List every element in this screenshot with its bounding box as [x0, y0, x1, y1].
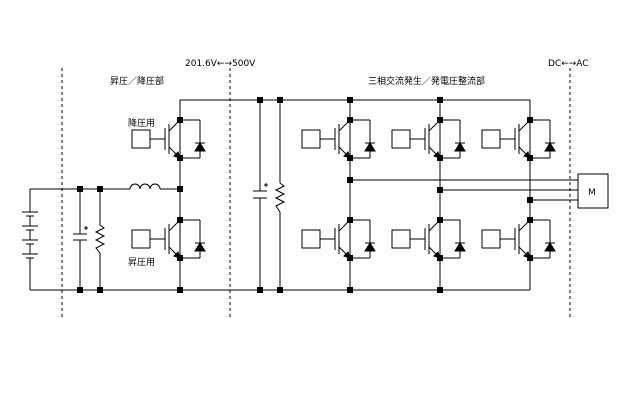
section-dividers: [61, 68, 571, 318]
dc-link-capacitor: [253, 183, 268, 205]
voltage-range-label: 201.6V←→500V: [185, 59, 256, 69]
dc-link-resistor: [274, 182, 286, 213]
igbt-phase-v-lower: [391, 219, 466, 259]
motor: M: [577, 173, 609, 209]
junction-dots: [77, 97, 533, 293]
igbt-phase-w-lower: [481, 219, 556, 259]
bus-wiring: [29, 99, 578, 291]
igbt-phase-u-upper: [301, 119, 376, 159]
igbt-buck-switch: [131, 119, 206, 159]
igbt-phase-w-upper: [481, 119, 556, 159]
boost-inductor: [129, 183, 161, 190]
dc-ac-label: DC←→AC: [548, 59, 589, 69]
igbt-boost-switch: [131, 219, 206, 259]
battery: [22, 210, 38, 270]
boost-switch-label: 昇圧用: [128, 257, 155, 268]
input-capacitor: [73, 226, 88, 246]
igbt-phase-v-upper: [391, 119, 466, 159]
motor-label: M: [588, 188, 596, 198]
igbt-phase-u-lower: [301, 219, 376, 259]
inverter-section-title: 三相交流発生／発電圧整流部: [368, 75, 485, 87]
input-resistor: [94, 224, 106, 254]
boost-buck-section-title: 昇圧／降圧部: [110, 75, 164, 87]
buck-switch-label: 降圧用: [128, 117, 155, 129]
